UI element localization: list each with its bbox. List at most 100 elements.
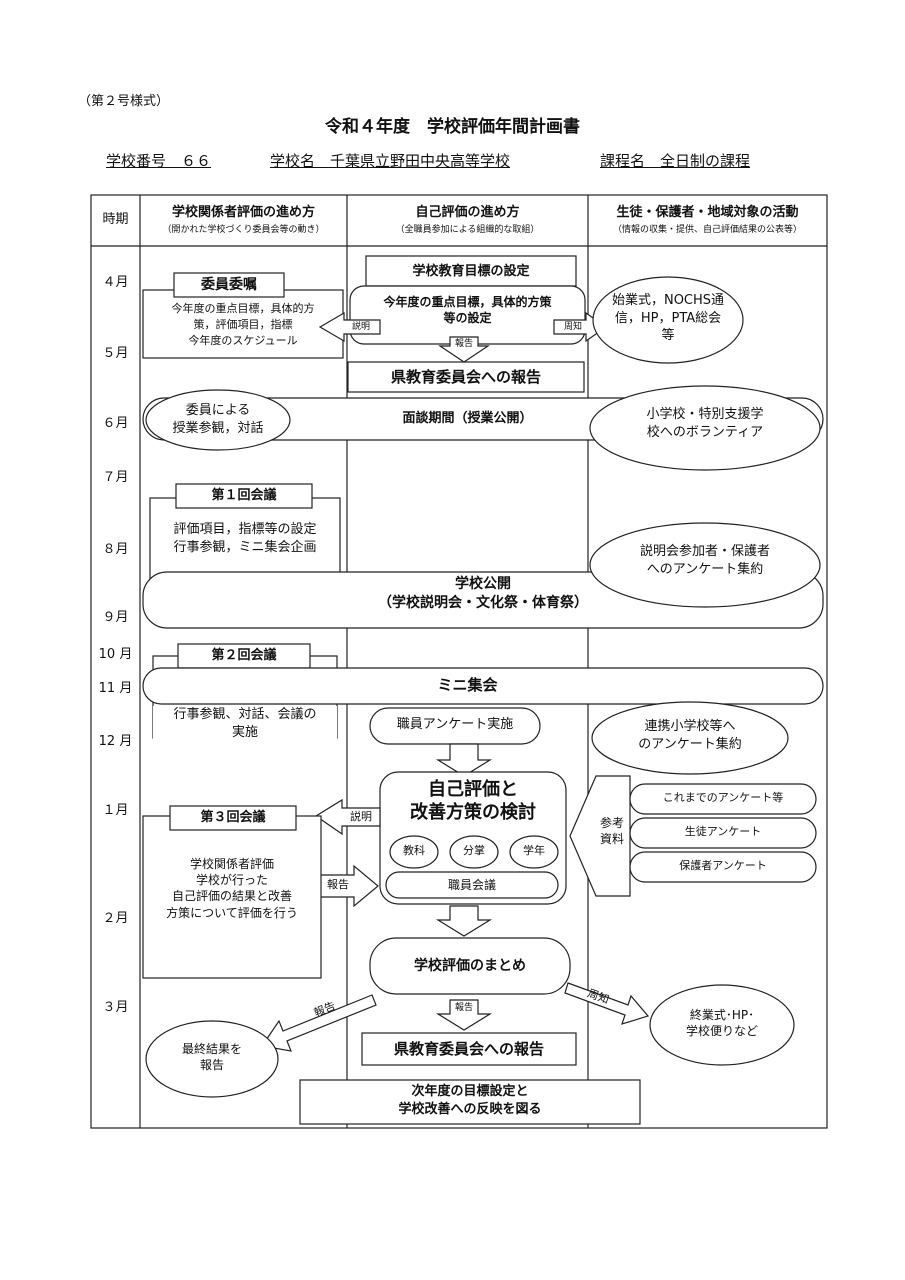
ref1-label: これまでのアンケート等 — [662, 791, 784, 804]
volunteer-ellipse — [589, 385, 821, 471]
final-report-arrow — [260, 994, 377, 1052]
explain-arrow-2 — [314, 798, 381, 836]
dept1-ellipse — [389, 835, 439, 869]
summary-down-arrow — [435, 905, 493, 937]
course-name: 課程名 全日制の課程 — [600, 152, 751, 170]
header-col3: 生徒・保護者・地域対象の活動 — [616, 205, 799, 220]
goal-title: 学校教育目標の設定 — [412, 264, 530, 279]
meeting2-title: 第２回会議 — [211, 648, 277, 663]
goal-title-box — [365, 255, 577, 287]
explain-label: 説明 — [351, 322, 370, 332]
meeting2-title-box — [177, 643, 311, 669]
month-label: ８月 — [102, 542, 129, 557]
report-label: 報告 — [454, 339, 473, 349]
self-eval-title: 自己評価と改善方策の検討 — [410, 779, 536, 824]
summary-text: 学校評価のまとめ — [414, 958, 526, 974]
school-number: 学校番号 ６６ — [106, 152, 212, 170]
committee-text: 今年度の重点目標，具体的方策，評価項目，指標今年度のスケジュール — [171, 302, 315, 347]
ref3-box — [629, 851, 817, 883]
dept2-label: 分掌 — [463, 844, 485, 857]
meeting3-title: 第３回会議 — [200, 810, 266, 825]
pref-report-1: 県教育委員会への報告 — [390, 368, 541, 386]
survey-down-arrow — [435, 743, 493, 777]
opening-text: 始業式，NOCHS通信，HP，PTA総会等 — [611, 293, 725, 344]
mini-text: ミニ集会 — [437, 676, 498, 694]
header-col2-sub: （全職員参加による組織的な取組） — [395, 225, 540, 235]
committee-title: 委員委嘱 — [201, 277, 257, 293]
reference-label: 参考資料 — [599, 816, 624, 847]
dept3-label: 学年 — [523, 844, 545, 857]
notice-arrow-2 — [564, 982, 650, 1025]
pref-report-2: 県教育委員会への報告 — [393, 1040, 544, 1058]
month-label: 10 月 — [98, 647, 133, 662]
month-label: ５月 — [102, 346, 129, 361]
elementary-survey-ellipse — [591, 701, 789, 775]
meeting1-title-box — [175, 483, 313, 509]
month-label: ７月 — [102, 470, 129, 485]
meeting1-title: 第１回会議 — [211, 488, 277, 503]
briefing-survey-ellipse — [589, 522, 821, 608]
committee-title-box — [173, 272, 285, 298]
month-label: 12 月 — [98, 734, 133, 749]
school-name: 学校名 千葉県立野田中央高等学校 — [270, 152, 511, 170]
month-label: ２月 — [102, 911, 129, 926]
header-col2: 自己評価の進め方 — [415, 205, 520, 220]
open-school: 学校公開（学校説明会・文化祭・体育祭） — [378, 576, 588, 611]
report-arrow-2 — [319, 864, 379, 908]
month-label: ３月 — [102, 1000, 129, 1015]
meeting3-text: 学校関係者評価学校が行った自己評価の結果と改善方策について評価を行う — [166, 857, 298, 920]
closing-text: 終業式･HP･学校便りなど — [685, 1008, 758, 1039]
month-label: １月 — [102, 803, 129, 818]
page-title: 令和４年度 学校評価年間計画書 — [325, 117, 580, 137]
ref2-label: 生徒アンケート — [684, 825, 762, 838]
elementary-survey: 連携小学校等へのアンケート集約 — [638, 719, 742, 752]
members-visit: 委員による授業参観，対話 — [172, 403, 264, 436]
staff-meeting: 職員会議 — [447, 878, 496, 892]
opening-ellipse — [592, 276, 744, 364]
notice-label: 周知 — [563, 322, 582, 332]
report-arrow-3 — [435, 999, 493, 1031]
month-label: ９月 — [102, 610, 129, 625]
dept2-ellipse — [449, 835, 499, 869]
report-arrow-1 — [438, 336, 490, 363]
explain-arrow — [318, 311, 381, 343]
final-text: 最終結果を報告 — [181, 1042, 242, 1073]
meeting3-box — [142, 815, 322, 979]
summary-box — [369, 937, 571, 995]
ref2-box — [629, 817, 817, 849]
explain-label-2: 説明 — [350, 810, 372, 823]
meeting1-text: 評価項目，指標等の設定行事参観，ミニ集会企画 — [173, 522, 317, 555]
interview-text: 面談期間（授業公開） — [402, 411, 533, 426]
briefing-survey: 説明会参加者・保護者へのアンケート集約 — [639, 544, 770, 577]
dept3-ellipse — [509, 835, 559, 869]
ref3-label: 保護者アンケート — [679, 859, 767, 872]
pref-report-box-1 — [347, 361, 585, 393]
ref1-box — [629, 783, 817, 815]
header-col3-sub: （情報の収集・提供、自己評価結果の公表等） — [612, 225, 802, 235]
staff-survey: 職員アンケート実施 — [396, 717, 514, 732]
month-label: 11 月 — [98, 681, 133, 696]
next-year-box — [299, 1079, 641, 1125]
meeting2-text: 行事参観、対話、会議の実施 — [153, 706, 337, 742]
table-frame — [90, 194, 828, 1129]
goal-text: 今年度の重点目標，具体的方策等の設定 — [383, 295, 552, 326]
meeting3-title-box — [169, 805, 297, 831]
report-label-3: 報告 — [454, 1003, 473, 1013]
staff-meeting-box — [385, 871, 559, 899]
pref-report-box-2 — [361, 1032, 577, 1066]
month-label: ６月 — [102, 416, 129, 431]
header-period: 時期 — [102, 212, 129, 227]
mini-band — [142, 667, 824, 705]
header-col1: 学校関係者評価の進め方 — [171, 205, 315, 220]
dept1-label: 教科 — [403, 844, 425, 857]
month-label: ４月 — [102, 275, 129, 290]
meeting1-box — [149, 497, 341, 583]
final-ellipse — [145, 1020, 279, 1098]
closing-ellipse — [649, 984, 795, 1066]
volunteer-text: 小学校・特別支援学校へのボランティア — [646, 407, 764, 440]
members-visit-ellipse — [145, 389, 291, 451]
header-col1-sub: （開かれた学校づくり委員会等の動き） — [162, 225, 325, 235]
report-label-2: 報告 — [327, 878, 349, 891]
form-label: （第２号様式） — [78, 94, 170, 109]
